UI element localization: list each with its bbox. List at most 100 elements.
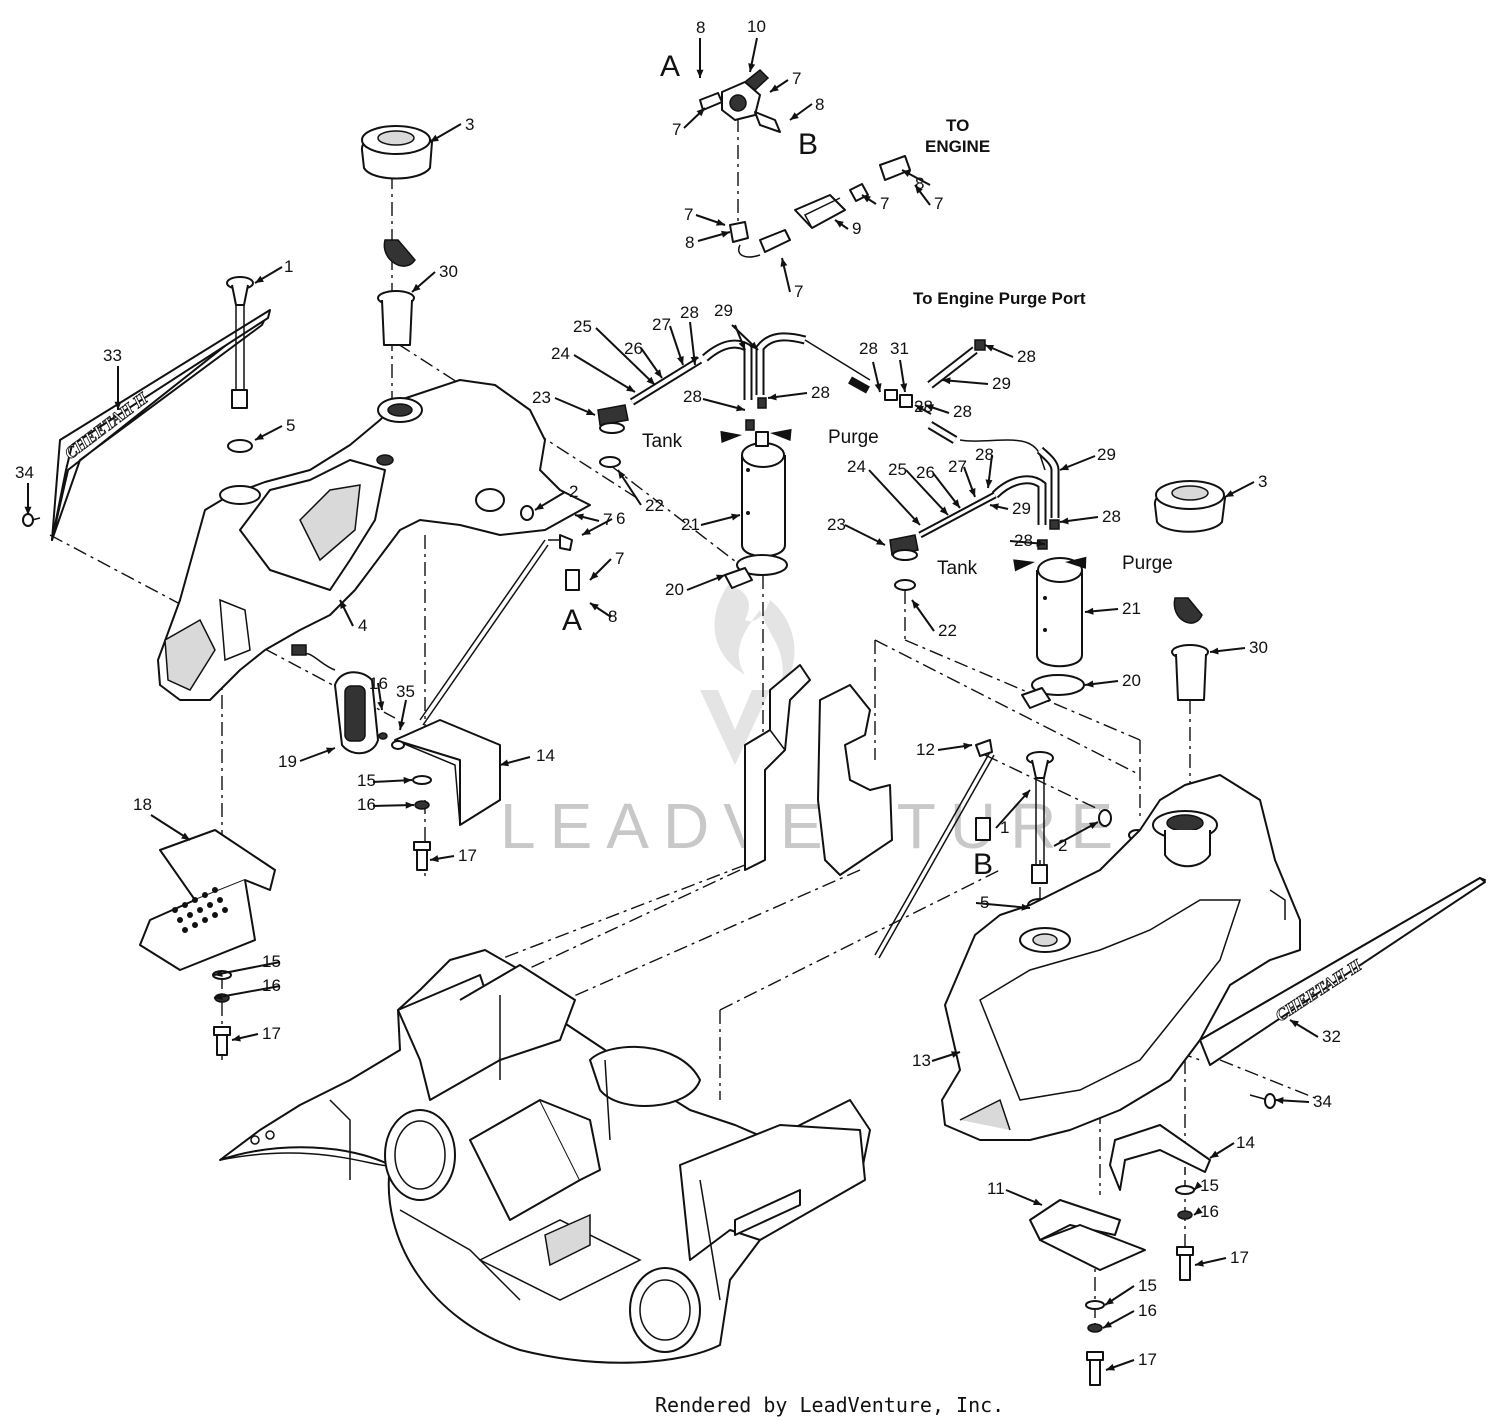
callout-number: 7 (603, 510, 612, 529)
leader-arrowhead (902, 170, 911, 178)
callout-number: 28 (1014, 531, 1033, 550)
connector-letter-b-bottom: B (973, 848, 993, 881)
leader-arrowhead (582, 528, 591, 535)
leader-arrowhead (405, 801, 414, 809)
leader-arrowhead (1085, 680, 1094, 688)
leader-arrowhead (790, 112, 799, 120)
fitting-35 (378, 732, 405, 750)
leader-arrowhead (1085, 607, 1094, 615)
leader-arrowhead (900, 383, 908, 392)
callout-number: 26 (624, 339, 643, 358)
leader-arrowhead (770, 84, 779, 92)
left-fuel-tank-4 (157, 379, 591, 701)
shutoff-valve-10 (699, 68, 781, 133)
leader-arrowhead (232, 1034, 241, 1042)
callout-number: 15 (1138, 1276, 1157, 1295)
leader-arrowhead (911, 516, 920, 525)
rollover-valve-right-23 (889, 534, 919, 591)
gas-cap-right-3 (1154, 480, 1226, 624)
leader-arrowhead (835, 220, 844, 228)
callout-number: 6 (616, 509, 625, 528)
leader-arrowhead (780, 258, 788, 267)
purge-label-left: Purge (828, 427, 879, 448)
canister-left-21 (741, 397, 786, 558)
leader-arrowhead (403, 776, 412, 784)
leader-arrowhead (915, 405, 924, 413)
leader-line (975, 902, 1031, 909)
callout-number: 28 (680, 303, 699, 322)
clamp-left-20 (724, 554, 788, 589)
leader-arrowhead (716, 574, 725, 582)
callout-number: 16 (262, 976, 281, 995)
hardware-stack-left-upper (412, 775, 432, 871)
leader-arrowhead (990, 503, 999, 511)
purge-port-label: To Engine Purge Port (913, 289, 1086, 308)
leader-arrowhead (1275, 1096, 1284, 1104)
leader-arrowhead (738, 341, 746, 350)
connector-letter-b-top: B (798, 128, 818, 161)
bracket-left-18 (139, 829, 276, 971)
callout-number: 21 (1122, 599, 1141, 618)
fitting-right-12 (874, 739, 995, 959)
leader-arrowhead (1089, 822, 1098, 830)
callout-number: 8 (696, 18, 705, 37)
callout-number: 29 (714, 301, 733, 320)
fuel-line-left (419, 539, 549, 726)
callout-number: 14 (536, 746, 555, 765)
callout-number: 28 (859, 339, 878, 358)
leader-arrowhead (925, 404, 934, 411)
callout-number: 5 (980, 893, 989, 912)
leader-line (868, 469, 921, 526)
leader-arrowhead (377, 701, 385, 710)
leader-arrowhead (985, 479, 993, 488)
rollover-valve-left-23 (597, 404, 629, 468)
leader-arrowhead (716, 218, 725, 226)
chassis-frame (219, 949, 871, 1364)
center-bracket-right (817, 684, 893, 876)
to-engine-label-line1: TO (946, 116, 969, 135)
callout-number: 22 (938, 621, 957, 640)
callout-number: 28 (683, 387, 702, 406)
leader-arrowhead (1194, 1181, 1203, 1190)
callout-number: 28 (914, 397, 933, 416)
leader-lines (24, 37, 1319, 1371)
screw-34-right (1249, 1093, 1276, 1109)
leader-line (213, 985, 281, 999)
tank-purge-arrow (1013, 559, 1035, 572)
callout-number: 23 (532, 388, 551, 407)
leader-arrowhead (590, 571, 599, 580)
callout-number: 2 (1058, 836, 1067, 855)
callout-number: 1 (1000, 818, 1009, 837)
callout-number: 16 (357, 795, 376, 814)
leader-arrowhead (214, 993, 223, 1000)
leader-arrowhead (1105, 1297, 1114, 1305)
leader-line (213, 961, 281, 976)
leader-arrowhead (874, 383, 882, 392)
tank-purge-arrow (720, 430, 742, 444)
leader-arrowhead (951, 1051, 960, 1058)
callout-number: 28 (975, 445, 994, 464)
leader-line (905, 469, 949, 516)
callout-numbers: 1 1 2 2 3 3 4 5 5 6 7 7 7 7 7 7 7 7 8 8 … (15, 17, 1341, 1369)
leader-arrowhead (952, 499, 960, 508)
leader-arrowhead (915, 185, 923, 194)
callout-number: 7 (880, 194, 889, 213)
bracket-right-11 (1029, 1199, 1146, 1271)
callout-number: 30 (1249, 638, 1268, 657)
callout-number: 20 (665, 580, 684, 599)
callout-number: 7 (792, 69, 801, 88)
callout-number: 31 (890, 339, 909, 358)
leader-arrowhead (1195, 1259, 1204, 1267)
leader-arrowhead (1210, 647, 1219, 655)
callout-number: 28 (811, 383, 830, 402)
callout-number: 27 (652, 315, 671, 334)
connector-letter-a-top: A (660, 50, 680, 83)
connector-letter-a-bottom: A (562, 604, 582, 637)
callout-number: 14 (1236, 1133, 1255, 1152)
leader-arrowhead (500, 759, 509, 767)
callout-number: 7 (934, 194, 943, 213)
callout-number: 24 (847, 457, 866, 476)
callout-number: 15 (357, 771, 376, 790)
watermark-flame-icon (714, 585, 795, 690)
callout-number: 16 (1200, 1202, 1219, 1221)
